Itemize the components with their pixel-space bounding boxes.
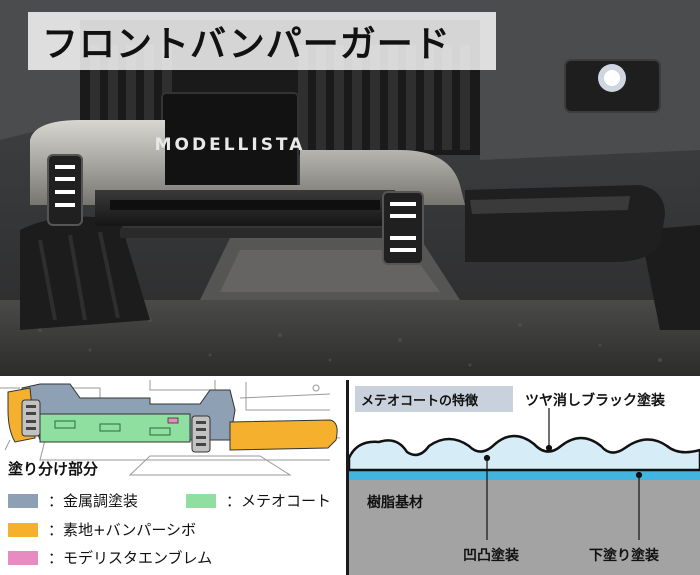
meteor-title-box: メテオコートの特徴 — [355, 386, 513, 412]
meteor-title: メテオコートの特徴 — [361, 393, 479, 409]
resin-zone-right — [229, 419, 338, 451]
legend-label-emblem: ：モデリスタエンブレム — [48, 549, 213, 567]
legend-title: 塗り分け部分 — [8, 460, 99, 478]
legend-label-metal: ：金属調塗装 — [48, 492, 139, 510]
coating-cross-section — [349, 408, 700, 575]
meteor-coat-panel: メテオコートの特徴 ツヤ消しブラック塗装 樹脂基材 凹凸塗装 下塗り塗装 — [349, 380, 700, 575]
undercoat-layer — [349, 470, 700, 480]
panel-divider — [346, 380, 349, 575]
undercoat-label: 下塗り塗装 — [589, 548, 659, 564]
legend-label-meteor: ：メテオコート — [226, 492, 332, 510]
legend-swatch-resin — [8, 522, 38, 537]
resin-base-label: 樹脂基材 — [367, 495, 423, 511]
matte-black-label: ツヤ消しブラック塗装 — [525, 393, 665, 409]
legend-swatch-emblem — [8, 550, 38, 565]
license-plate-text: MODELLISTA — [155, 135, 306, 155]
legend-label-resin: ：素地+バンパーシボ — [48, 521, 197, 539]
bumper-line-drawing — [0, 380, 341, 476]
legend-item-metal: ：金属調塗装 — [8, 490, 138, 511]
title-banner: フロントバンパーガード — [28, 12, 496, 70]
legend-item-emblem: ：モデリスタエンブレム — [8, 547, 212, 568]
uneven-coat-label: 凹凸塗装 — [463, 548, 519, 564]
legend-swatch-meteor — [186, 493, 216, 508]
uneven-coat-layer — [349, 434, 700, 472]
emblem-zone — [167, 417, 179, 424]
page-title: フロントバンパーガード — [42, 24, 451, 65]
section-divider — [0, 376, 700, 380]
legend-swatch-metal — [8, 493, 38, 508]
bumper-photo: MODELLISTA フロントバンパーガード — [0, 0, 700, 376]
legend-item-meteor: ：メテオコート — [186, 490, 331, 511]
paint-legend-panel: 塗り分け部分 ：金属調塗装 ：メテオコート ：素地+バンパーシボ ：モデリスタエ… — [0, 380, 346, 575]
legend-item-resin: ：素地+バンパーシボ — [8, 519, 196, 540]
resin-base-layer — [349, 478, 700, 575]
